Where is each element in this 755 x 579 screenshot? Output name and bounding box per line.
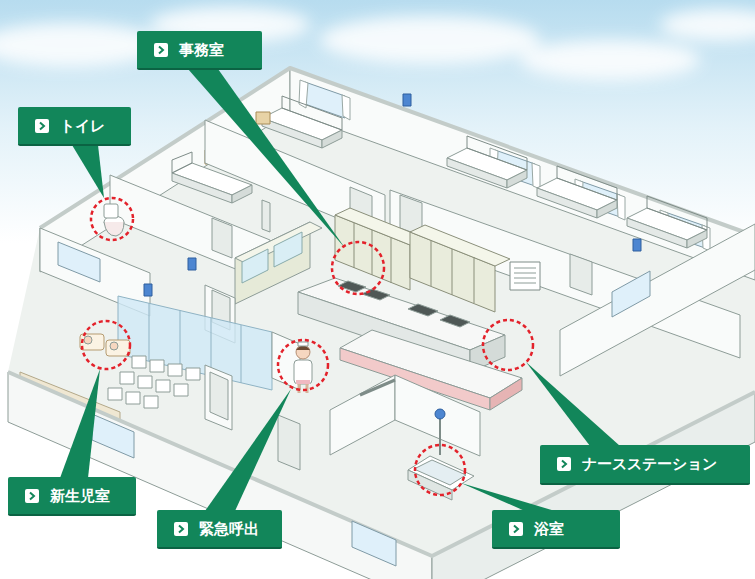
glass-wall [118,296,272,390]
arrow-icon [25,489,39,503]
highlight-circle [82,198,533,495]
arrow-icon [174,522,188,536]
callout-label: トイレ [18,107,131,146]
air-conditioner [510,262,540,290]
crib [80,334,130,356]
label-text: 浴室 [534,520,564,538]
building [8,68,755,579]
arrow-icon [35,119,49,133]
leader-wedge [60,69,620,511]
nurse-figure [294,342,312,393]
chair [108,356,200,408]
label-text: 事務室 [179,41,224,59]
label-text: トイレ [60,117,105,135]
label-text: 新生児室 [50,487,110,505]
toilet [104,204,124,236]
callout-label: ナースステーション [540,445,750,485]
label-text: 緊急呼出 [199,520,259,538]
callout-label: 緊急呼出 [157,510,282,549]
arrow-icon [509,522,523,536]
arrow-icon [154,43,168,57]
callout-label: 新生児室 [8,477,136,516]
arrow-icon [557,457,571,471]
label-text: ナースステーション [582,455,717,473]
callout-label: 浴室 [492,510,620,549]
callout-label: 事務室 [137,31,262,70]
